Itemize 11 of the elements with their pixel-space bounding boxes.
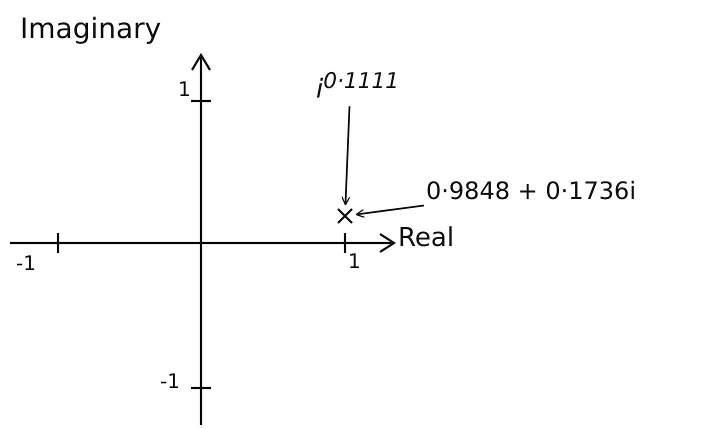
axis-label: -1 [160, 370, 180, 392]
axis-label: 1 [178, 78, 191, 100]
leader-arrow [356, 204, 424, 218]
point-value: 0·9848 + 0·1736i [426, 178, 636, 204]
axis-label: Imaginary [20, 14, 162, 45]
axis-label: -1 [16, 252, 36, 274]
axis-label: Real [398, 224, 454, 253]
point-marker-icon [335, 206, 355, 226]
leader-arrow [341, 106, 350, 206]
point-expression: i$^{0·1111}$ [316, 70, 400, 104]
axis-label: 1 [348, 250, 361, 272]
